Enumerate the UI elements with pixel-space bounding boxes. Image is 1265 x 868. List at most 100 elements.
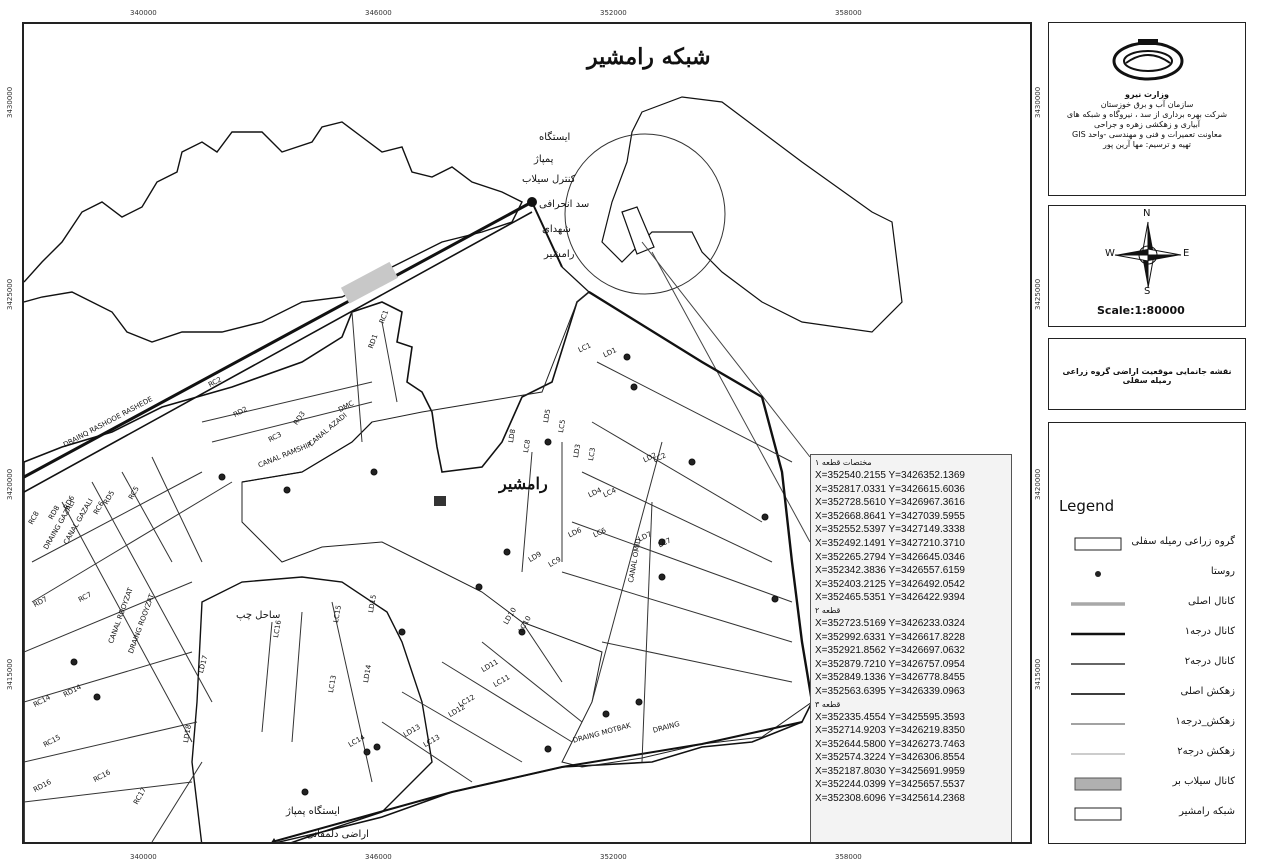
- parcel3-coordinate-row: X=352714.9203 Y=3426219.8350: [815, 725, 965, 737]
- locator-rect: [621, 206, 655, 255]
- legend-symbol-icon: [1074, 537, 1122, 551]
- parcel3-coordinate-row: X=352244.0399 Y=3425657.5537: [815, 779, 965, 791]
- village-dot-icon: [1095, 571, 1101, 577]
- map-title-panel: نقشه جانمایی موقعیت اراضی گروه زراعی رمی…: [1048, 338, 1246, 410]
- x-tick-top-2: 346000: [365, 9, 392, 17]
- legend-item: زهکش_درجه۱: [1059, 713, 1239, 735]
- legend-symbol-icon: [1071, 723, 1125, 725]
- parcel1-coordinate-row: X=352465.5351 Y=3426422.9394: [815, 592, 965, 604]
- parcel2-coordinate-row: X=352849.1336 Y=3426778.8455: [815, 672, 965, 684]
- y-tick-left-3: 3420000: [6, 468, 14, 500]
- org-line-1: وزارت نیرو: [1125, 90, 1169, 99]
- org-line-3: شرکت بهره برداری از سد ، نیروگاه و شبکه …: [1066, 110, 1228, 119]
- x-tick-bottom-3: 352000: [600, 853, 627, 861]
- legend-item-label: روستا: [1210, 566, 1235, 577]
- flood-canal-segment: [340, 261, 398, 304]
- parcel1-coordinate-row: X=352817.0331 Y=3426615.6036: [815, 483, 965, 495]
- legend-item-label: گروه زراعی رمیله سفلی: [1131, 536, 1235, 547]
- parcel1-coordinate-row: X=352540.2155 Y=3426352.1369: [815, 470, 965, 481]
- x-tick-bottom-2: 346000: [365, 853, 392, 861]
- main-canal-line: [24, 200, 533, 479]
- parcel1-coordinate-row: X=352492.1491 Y=3427210.3710: [815, 537, 965, 549]
- legend-item: زهکش اصلی: [1059, 683, 1239, 705]
- site-label-flood-control: کنترل سیلاب: [522, 174, 576, 185]
- legend-item-label: کانال درجه۲: [1184, 656, 1235, 667]
- legend-item-label: زهکش درجه۲: [1177, 746, 1235, 757]
- legend-symbol-icon: [1071, 663, 1125, 665]
- y-tick-right-3: 3420000: [1034, 468, 1042, 500]
- org-line-2: سازمان آب و برق خوزستان: [1100, 100, 1194, 109]
- org-line-5: معاونت تعمیرات و فنی و مهندسی -واحد GIS: [1072, 130, 1222, 139]
- organization-panel: وزارت نیرو سازمان آب و برق خوزستان شرکت …: [1048, 22, 1246, 196]
- legend-item: کانال درجه۱: [1059, 623, 1239, 645]
- left-bank-region: [191, 576, 433, 842]
- compass-e: E: [1183, 248, 1190, 259]
- parcel3-coordinate-row: X=352187.8030 Y=3425691.9959: [815, 765, 965, 777]
- legend-item: کانال اصلی: [1059, 593, 1239, 615]
- compass-n: N: [1143, 208, 1151, 219]
- compass-rose-icon: [1114, 221, 1182, 289]
- legend-item-label: زهکش اصلی: [1180, 686, 1235, 697]
- org-line-4: آبیاری و زهکشی زهره و جراحی: [1093, 120, 1201, 129]
- city-label: رامشیر: [499, 474, 548, 493]
- scale-label: Scale:1:80000: [1097, 304, 1185, 317]
- parcel3-coordinate-row: X=352308.6096 Y=3425614.2368: [815, 793, 965, 805]
- legend-item-label: زهکش_درجه۱: [1175, 716, 1235, 727]
- parcel2-coordinate-row: X=352879.7210 Y=3426757.0954: [815, 658, 965, 670]
- locator-circle: [564, 133, 726, 295]
- legend-item: کانال درجه۲: [1059, 653, 1239, 675]
- parcel1-coordinate-row: X=352728.5610 Y=3426967.3616: [815, 497, 965, 509]
- legend-item: گروه زراعی رمیله سفلی: [1059, 533, 1239, 555]
- parcel2-coordinate-row: X=352992.6331 Y=3426617.8228: [815, 631, 965, 643]
- parcel1-coordinate-row: X=352403.2125 Y=3426492.0542: [815, 578, 965, 590]
- coordinate-table: مختصات قطعه ۱ X=352540.2155 Y=3426352.13…: [810, 454, 1012, 842]
- parcel1-header: مختصات قطعه ۱: [815, 458, 872, 467]
- map-canvas[interactable]: [24, 24, 1032, 844]
- parcel2-coordinate-row: X=352723.5169 Y=3426233.0324: [815, 617, 965, 629]
- legend-item-label: شبکه رامشیر: [1179, 806, 1235, 817]
- map-frame[interactable]: شبکه رامشیر رامشیر ایستگاه پمپاژ کنترل س…: [22, 22, 1032, 844]
- parcel3-coordinate-row: X=352335.4554 Y=3425595.3593: [815, 711, 965, 723]
- parcel2-header: قطعه ۲: [815, 605, 841, 615]
- parcel1-coordinate-row: X=352342.3836 Y=3426557.6159: [815, 565, 965, 577]
- org-line-6: تهیه و ترسیم: مها آرین پور: [1102, 140, 1191, 149]
- parcel2-coordinate-row: X=352563.6395 Y=3426339.0963: [815, 685, 965, 697]
- parcel3-coordinate-row: X=352644.5800 Y=3426273.7463: [815, 738, 965, 750]
- parcel3-header: قطعه ۳: [815, 699, 841, 709]
- legend-symbol-icon: [1071, 602, 1125, 606]
- compass-s: S: [1144, 286, 1151, 297]
- site-label-shohada: شهدای: [542, 224, 571, 235]
- x-tick-bottom-4: 358000: [835, 853, 862, 861]
- legend-item: کانال سیلاب بر: [1059, 773, 1239, 795]
- title-panel-text: نقشه جانمایی موقعیت اراضی گروه زراعی رمی…: [1062, 367, 1232, 385]
- y-tick-left-4: 3415000: [6, 658, 14, 690]
- parcel-region: [241, 291, 813, 768]
- x-tick-bottom-1: 340000: [130, 853, 157, 861]
- legend-item: روستا: [1059, 563, 1239, 585]
- legend-symbol-icon: [1071, 753, 1125, 755]
- legend-item: زهکش درجه۲: [1059, 743, 1239, 765]
- legend-item-label: کانال سیلاب بر: [1172, 776, 1235, 787]
- pump-station-label: ایستگاه پمپاژ: [286, 806, 340, 817]
- x-tick-top-4: 358000: [835, 9, 862, 17]
- parcel1-coordinate-row: X=352668.8641 Y=3427039.5955: [815, 510, 965, 522]
- map-title: شبکه رامشیر: [587, 44, 711, 70]
- y-tick-right-1: 3430000: [1034, 86, 1042, 118]
- legend-item-label: کانال اصلی: [1188, 596, 1235, 607]
- legend-item-label: کانال درجه۱: [1184, 626, 1235, 637]
- parcel1-coordinate-row: X=352265.2794 Y=3426645.0346: [815, 551, 965, 563]
- site-label-station: ایستگاه: [539, 132, 571, 143]
- north-border: [24, 121, 523, 343]
- pump-station-marker: [271, 838, 277, 842]
- site-label-ramshir: رامشیر: [544, 249, 575, 260]
- legend-symbol-icon: [1071, 693, 1125, 695]
- x-tick-top-1: 340000: [130, 9, 157, 17]
- legend-symbol-icon: [1074, 777, 1122, 791]
- x-tick-top-3: 352000: [600, 9, 627, 17]
- y-tick-right-2: 3425000: [1034, 278, 1042, 310]
- northeast-boundary: [601, 96, 903, 333]
- lands-label: اراضی دلمقانی: [306, 829, 369, 840]
